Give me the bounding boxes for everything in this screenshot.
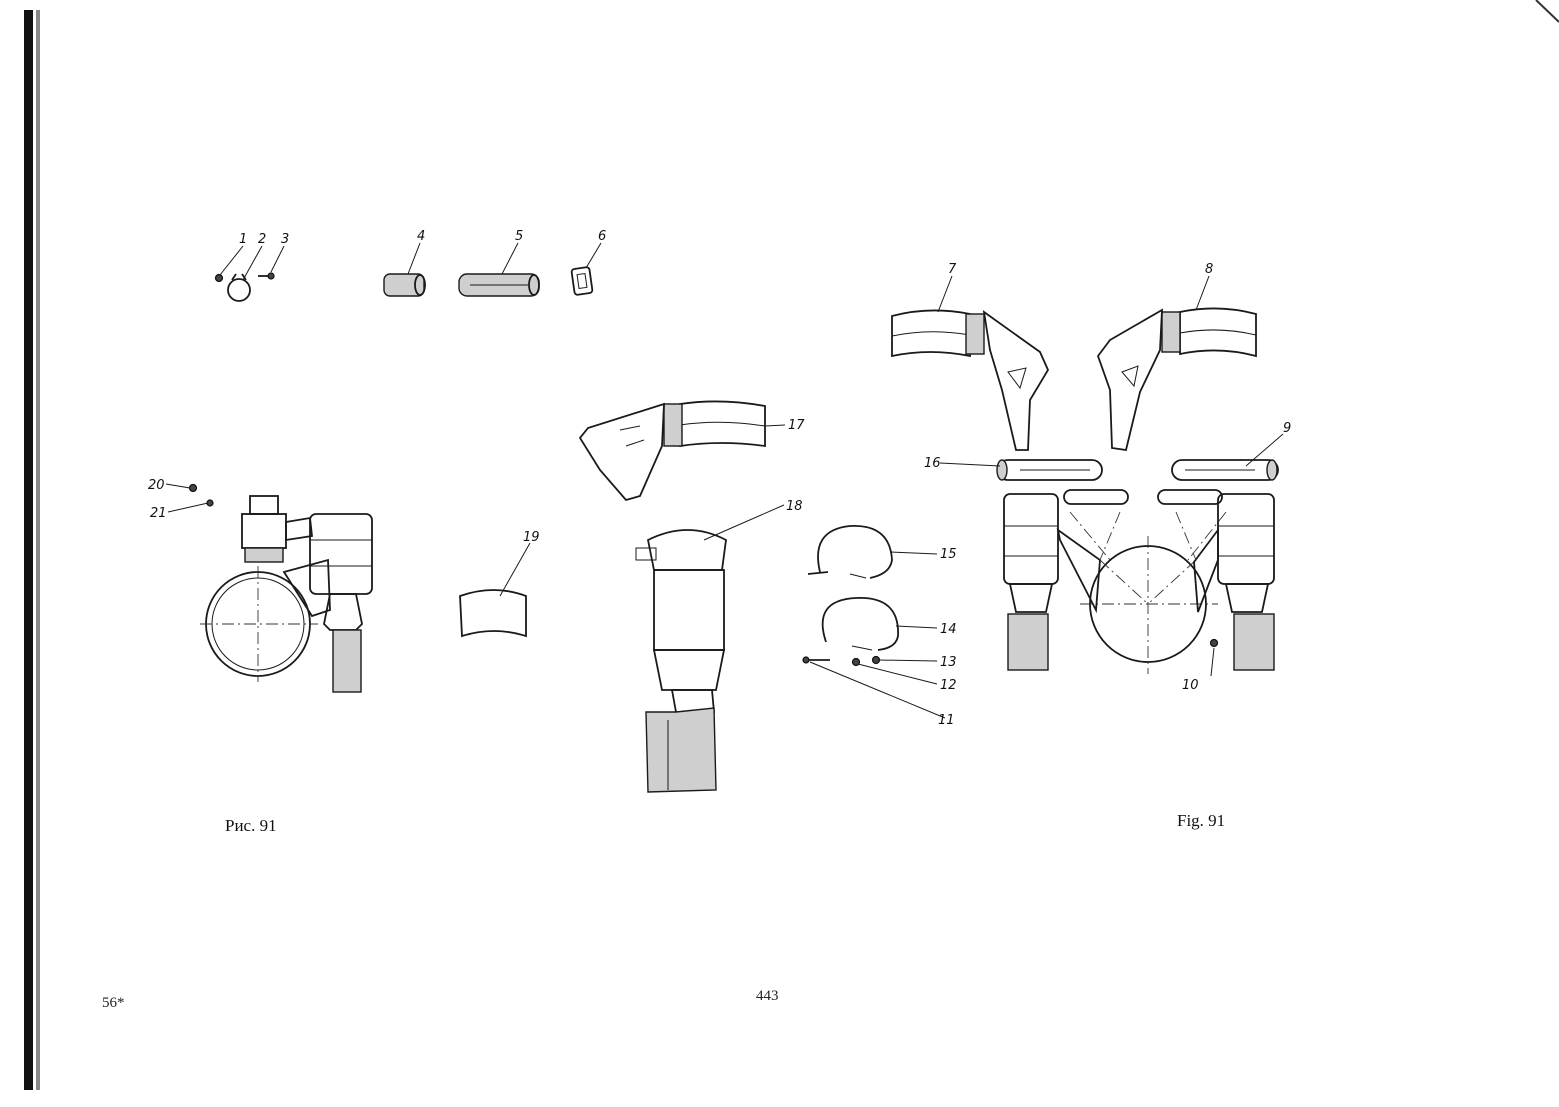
part-19-plate (459, 589, 527, 638)
part-6-gasket (570, 266, 594, 296)
callout-3: 3 (281, 232, 289, 247)
caption-right: Fig. 91 (1177, 811, 1226, 830)
callout-15: 15 (940, 547, 957, 562)
binding-shadow (36, 10, 40, 1090)
callout-14: 14 (940, 622, 957, 637)
part-5-tube (458, 273, 540, 297)
page-signature: 56* (102, 995, 125, 1011)
callout-8: 8 (1205, 262, 1213, 277)
callout-16: 16 (924, 456, 941, 471)
callout-17: 17 (788, 418, 805, 433)
binding-edge (24, 10, 33, 1090)
callout-9: 9 (1283, 421, 1291, 436)
callout-7: 7 (948, 262, 957, 277)
callout-13: 13 (940, 655, 957, 670)
callout-19: 19 (523, 530, 540, 545)
callout-4: 4 (417, 229, 425, 244)
page-corner (1535, 0, 1559, 23)
callout-21: 21 (150, 506, 167, 521)
part-12-washer (851, 657, 861, 667)
caption-left: Рис. 91 (225, 816, 277, 835)
callout-20: 20 (148, 478, 165, 493)
part-14-band-clamp (821, 597, 899, 651)
part-4-bushing (383, 273, 426, 297)
part-9-rod (1171, 459, 1279, 481)
callout-10: 10 (1182, 678, 1199, 693)
part-15-band-clamp (807, 525, 893, 579)
part-8-bracket (1096, 307, 1257, 452)
left-assembly (188, 483, 373, 693)
callout-1: 1 (239, 232, 247, 247)
callout-5: 5 (515, 229, 523, 244)
part-18-intake (635, 529, 727, 793)
part-3-bolt (258, 272, 275, 280)
page-number: 443 (756, 988, 779, 1004)
callout-18: 18 (786, 499, 803, 514)
right-assembly (1003, 489, 1275, 674)
part-11-bolt (802, 656, 830, 664)
part-17-bracket (578, 400, 766, 502)
part-1-nut (214, 273, 224, 283)
leader-lines (165, 242, 1284, 719)
callout-6: 6 (598, 229, 606, 244)
part-2-clamp (227, 273, 251, 302)
callout-12: 12 (940, 678, 957, 693)
callout-11: 11 (938, 713, 955, 728)
part-16-rod (996, 459, 1103, 481)
callout-2: 2 (258, 232, 266, 247)
part-7-bracket (891, 309, 1050, 451)
